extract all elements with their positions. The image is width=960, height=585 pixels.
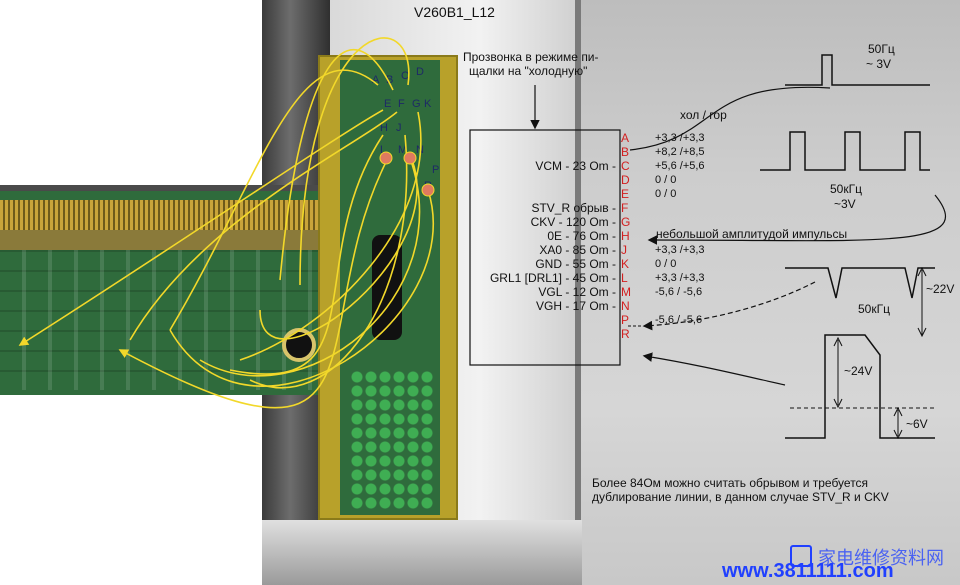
signal-name: VGL - 12 Om - [538, 285, 616, 299]
signal-names: VCM - 23 Om - STV_R обрыв -CKV - 120 Om -… [470, 0, 616, 585]
wave4-amp-low: ~6V [906, 417, 928, 431]
waveform-50hz [785, 54, 930, 86]
arrow-50khz-to-g [647, 194, 947, 245]
pin-letter: H [621, 229, 630, 243]
probe-note-line-2: щалки на "холодную" [469, 64, 588, 78]
panel-glass [575, 0, 960, 585]
pin-letter: K [621, 257, 630, 271]
pad-label: L [380, 144, 387, 156]
arrow-b-to-50hz [629, 86, 831, 151]
watermark-logo-icon [790, 545, 812, 567]
pad-label: D [416, 66, 424, 78]
pin-letter: A [621, 131, 630, 145]
arrow-vgh-to-r [642, 352, 786, 386]
signal-name: VGH - 17 Om - [535, 299, 616, 313]
pad-label: F [398, 98, 405, 110]
board-title: V260B1_L12 [414, 4, 495, 20]
footer-note-line-1: Более 84Ом можно считать обрывом и требу… [592, 476, 869, 490]
wave2-freq: 50кГц [830, 182, 862, 196]
waveform-negative [785, 267, 935, 299]
pin-letter: E [621, 187, 630, 201]
pin-table-box [469, 129, 621, 366]
cof-pad-array [350, 370, 435, 510]
tcon-board-connector-strip [0, 200, 350, 230]
probe-note-line-1: Прозвонка в режиме пи- [463, 50, 599, 64]
wave4-amp-high: ~24V [844, 364, 873, 378]
voltage-value: +3,3 /+3,3 [655, 244, 705, 256]
voltage-values: +3,3 /+3,3 +8,2 /+8,5 +5,6 /+5,6 0 / 0 0 / 0… [655, 0, 765, 585]
pad-label: J [396, 122, 402, 134]
voltage-value: 0 / 0 [655, 258, 677, 270]
voltage-value: +3,3 /+3,3 [655, 132, 705, 144]
pad-label: H [380, 122, 388, 134]
panel-edge [575, 0, 581, 585]
signal-name: STV_R обрыв - [531, 201, 616, 215]
voltage-value: +5,6 /+5,6 [655, 160, 705, 172]
pin-letter: N [621, 299, 630, 313]
voltage-header: хол / гор [680, 108, 727, 122]
pin-letter: R [621, 327, 630, 341]
voltage-value: +8,2 /+8,5 [655, 146, 705, 158]
pin-letter: M [621, 285, 631, 299]
pad-label: E [384, 98, 392, 110]
pad-label: A [372, 74, 380, 86]
pad-label: M [398, 144, 408, 156]
pin-letter: G [621, 215, 631, 229]
waveform-50khz [760, 131, 930, 171]
wave1-amp: ~ 3V [866, 57, 892, 71]
signal-name: 0E - 76 Om - [547, 229, 616, 243]
pin-letter: D [621, 173, 630, 187]
pin-letter: C [621, 159, 630, 173]
probe-note: Прозвонка в режиме пи- щалки на "холодну… [463, 50, 599, 78]
probe-pads [379, 151, 435, 197]
arrow-neg-to-n [642, 281, 816, 331]
pad-label: P [432, 164, 440, 176]
signal-name: XA0 - 85 Om - [539, 243, 616, 257]
voltage-value: -5,6 / -5,6 [655, 286, 703, 298]
voltage-value: 0 / 0 [655, 174, 677, 186]
pad-label: K [424, 98, 432, 110]
watermark-cn: 家电维修资料网 [818, 548, 944, 568]
pin-letter: L [621, 271, 628, 285]
pin-letter: J [621, 243, 627, 257]
tcon-board-connector-edge [0, 230, 350, 250]
wave1-freq: 50Гц [868, 42, 895, 56]
signal-name: VCM - 23 Om - [535, 159, 616, 173]
voltage-value: +3,3 /+3,3 [655, 272, 705, 284]
voltage-value: 0 / 0 [655, 188, 677, 200]
signal-name: GRL1 [DRL1] - 45 Om - [489, 271, 616, 285]
pin-letter: P [621, 313, 630, 327]
wave3-amp: ~22V [926, 282, 955, 296]
wave3-freq: 50кГц [858, 302, 890, 316]
pad-label: G [412, 98, 421, 110]
pad-label: B [386, 74, 394, 86]
wave2-amp: ~3V [834, 197, 856, 211]
footer-note-line-2: дублирование линии, в данном случае STV_… [592, 490, 889, 504]
signal-name: CKV - 120 Om - [530, 215, 616, 229]
voltage-value: -5,6 / -5,6 [655, 314, 703, 326]
signal-name: GND - 55 Om - [535, 257, 616, 271]
probe-wires [18, 37, 435, 409]
pad-label: C [401, 70, 409, 82]
watermark-url: www.3811111.com [722, 560, 894, 582]
pin-letter: B [621, 145, 630, 159]
waveform-vgh-vgl [785, 334, 935, 439]
panel-bottom-shadow [262, 520, 582, 585]
pin-letter: F [621, 201, 629, 215]
pulse-note: небольшой амплитудой импульсы [656, 227, 848, 241]
